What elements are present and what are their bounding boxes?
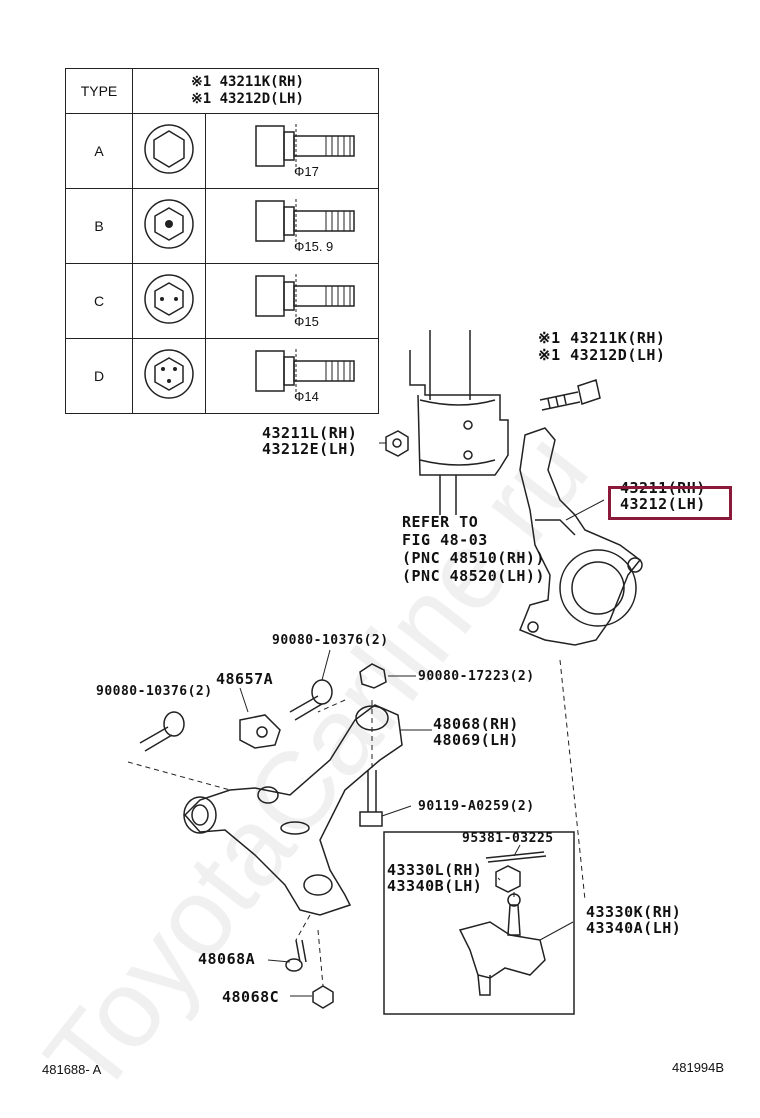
table-part-header: ※1 43211K(RH) ※1 43212D(LH) <box>132 68 379 114</box>
label-arm-rh: 48068(RH) <box>433 715 519 733</box>
bolt-side-view-cell: Φ15. 9 <box>205 188 379 264</box>
table-header-row: TYPE ※1 43211K(RH) ※1 43212D(LH) <box>65 68 379 114</box>
refer-line-2: FIG 48-03 <box>402 531 488 549</box>
bolt-90080-10376-top-icon <box>289 679 333 721</box>
header-line-lh: ※1 43212D(LH) <box>191 91 304 107</box>
table-row: C Φ15 <box>65 263 379 339</box>
refer-line-1: REFER TO <box>402 513 479 531</box>
leader-bolt-top <box>321 649 331 681</box>
label-43340a: 43340A(LH) <box>586 919 682 937</box>
bushing-48068c-icon <box>312 985 334 1009</box>
label-arm-lh: 48069(LH) <box>433 731 519 749</box>
label-95381: 95381-03225 <box>462 831 554 846</box>
type-cell: B <box>65 188 133 264</box>
bolt-head-view-cell <box>132 113 206 189</box>
label-48068c: 48068C <box>222 988 280 1006</box>
diameter-label: Φ15 <box>294 314 319 329</box>
dashed-line-left-bolt <box>127 761 231 791</box>
type-cell: A <box>65 113 133 189</box>
bolt-side-view-cell: Φ17 <box>205 113 379 189</box>
cotter-pin-icon <box>485 851 547 863</box>
diameter-label: Φ17 <box>294 164 319 179</box>
nut-90080-17223-icon <box>359 663 387 689</box>
bracket-48657a-icon <box>239 714 281 749</box>
type-header: TYPE <box>65 68 133 114</box>
leader-bracket <box>239 687 249 713</box>
hex-head-b-icon <box>144 199 194 249</box>
label-48657a: 48657A <box>216 670 274 688</box>
diameter-label: Φ14 <box>294 389 319 404</box>
footer-left-code: 481688- A <box>42 1062 102 1077</box>
diameter-label: Φ15. 9 <box>294 239 334 254</box>
label-nut-lh: 43212E(LH) <box>262 440 358 458</box>
bolt-side-d-icon <box>255 349 355 397</box>
ball-joint-group-box <box>383 831 575 1015</box>
steering-knuckle-icon <box>519 427 643 646</box>
label-knuckle-lh: 43212(LH) <box>620 495 706 513</box>
leader-ball-joint <box>539 921 574 941</box>
bolt-head-view-cell <box>132 338 206 414</box>
bolt-43211k-icon <box>539 379 601 411</box>
leader-48068a <box>267 959 291 963</box>
hex-head-a-icon <box>144 124 194 174</box>
dashed-line-bushings <box>295 914 324 987</box>
nut-43211l-icon <box>385 430 409 457</box>
hex-head-c-icon <box>144 274 194 324</box>
leader-castle-nut <box>497 877 501 881</box>
bolt-side-a-icon <box>255 124 355 172</box>
header-line-rh: ※1 43211K(RH) <box>191 74 304 90</box>
label-nut-rh: 43211L(RH) <box>262 424 358 442</box>
bolt-side-b-icon <box>255 199 355 247</box>
refer-line-4: (PNC 48520(LH)) <box>402 567 545 585</box>
bolt-90119-icon <box>359 770 383 827</box>
label-90119: 90119-A0259(2) <box>418 799 535 814</box>
type-cell: D <box>65 338 133 414</box>
footer-right-code: 481994B <box>672 1060 725 1075</box>
label-48068a: 48068A <box>198 950 256 968</box>
bushing-48068a-icon <box>285 939 307 972</box>
lower-control-arm-icon <box>183 704 403 916</box>
label-43330l: 43330L(RH) <box>387 861 483 879</box>
leader-knuckle <box>565 499 605 521</box>
bolt-side-c-icon <box>255 274 355 322</box>
leader-pin <box>513 844 521 857</box>
bolt-side-view-cell: Φ14 <box>205 338 379 414</box>
dashed-line-nut <box>317 699 346 713</box>
table-row: A Φ17 <box>65 113 379 189</box>
label-90080-10376-top: 90080-10376(2) <box>272 633 389 648</box>
label-bolt-rh: ※1 43211K(RH) <box>538 329 666 347</box>
leader-bolt-90119 <box>381 805 412 817</box>
bolt-type-table: TYPE ※1 43211K(RH) ※1 43212D(LH) A Φ17 <box>65 68 379 414</box>
strut-outline-icon <box>409 330 509 515</box>
bolt-90080-10376-left-icon <box>139 711 185 752</box>
dashed-line-knuckle-balljoint <box>559 659 586 901</box>
highlight-box <box>608 486 732 520</box>
castle-nut-icon <box>495 865 521 893</box>
ball-joint-icon <box>458 893 546 996</box>
label-43330k: 43330K(RH) <box>586 903 682 921</box>
label-43340b: 43340B(LH) <box>387 877 483 895</box>
bolt-side-view-cell: Φ15 <box>205 263 379 339</box>
label-90080-17223: 90080-17223(2) <box>418 669 535 684</box>
table-row: B Φ15. 9 <box>65 188 379 264</box>
refer-line-3: (PNC 48510(RH)) <box>402 549 545 567</box>
hex-head-d-icon <box>144 349 194 399</box>
table-row: D Φ14 <box>65 338 379 414</box>
label-bolt-lh: ※1 43212D(LH) <box>538 346 666 364</box>
label-90080-10376-left: 90080-10376(2) <box>96 684 213 699</box>
